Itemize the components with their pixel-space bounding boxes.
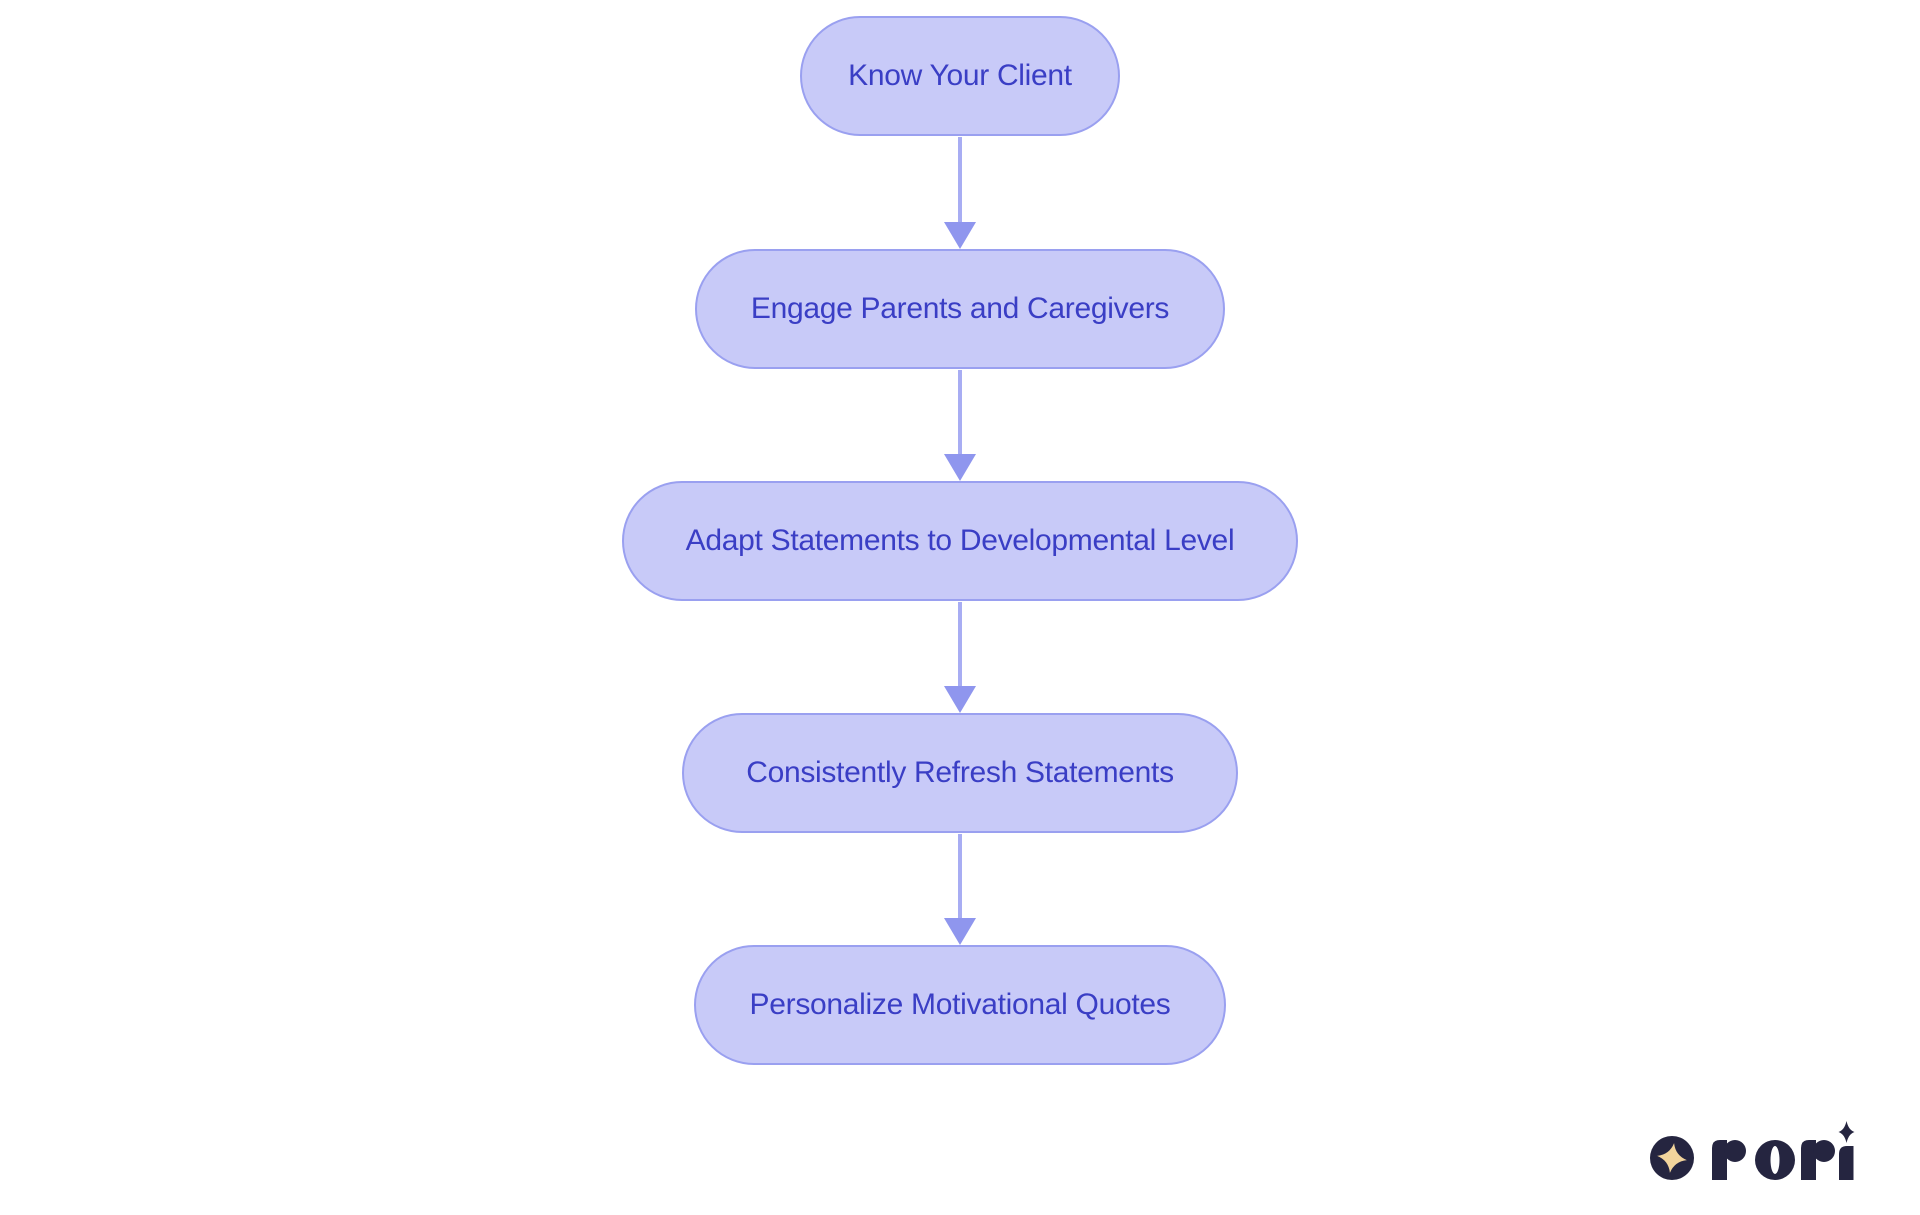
flowchart-node-engage-parents-and-caregivers: Engage Parents and Caregivers bbox=[695, 249, 1225, 369]
node-label: Engage Parents and Caregivers bbox=[750, 292, 1170, 325]
logo-letter-r bbox=[1712, 1140, 1746, 1180]
arrow-down-icon bbox=[944, 686, 976, 713]
arrow-line bbox=[958, 834, 962, 919]
node-label: Personalize Motivational Quotes bbox=[749, 988, 1171, 1021]
arrow-line bbox=[958, 137, 962, 223]
arrow-line bbox=[958, 370, 962, 455]
node-label: Adapt Statements to Developmental Level bbox=[685, 524, 1235, 557]
arrow-down-icon bbox=[944, 454, 976, 481]
node-label: Consistently Refresh Statements bbox=[746, 756, 1174, 789]
rori-logo-image bbox=[1650, 1121, 1855, 1180]
logo-letter-o bbox=[1755, 1140, 1795, 1180]
flowchart-node-know-your-client: Know Your Client bbox=[800, 16, 1120, 136]
logo-letter-r bbox=[1801, 1140, 1835, 1180]
node-label: Know Your Client bbox=[848, 59, 1072, 92]
flowchart-node-adapt-statements-to-developmental-level: Adapt Statements to Developmental Level bbox=[622, 481, 1298, 601]
flowchart-node-personalize-motivational-quotes: Personalize Motivational Quotes bbox=[694, 945, 1226, 1065]
sparkle-badge-icon bbox=[1650, 1136, 1694, 1180]
rori-logo bbox=[1650, 1118, 1862, 1188]
arrow-down-icon bbox=[944, 918, 976, 945]
arrow-line bbox=[958, 602, 962, 687]
flowchart-node-consistently-refresh-statements: Consistently Refresh Statements bbox=[682, 713, 1238, 833]
sparkle-icon bbox=[1838, 1121, 1855, 1143]
arrow-down-icon bbox=[944, 222, 976, 249]
logo-letter-i bbox=[1838, 1121, 1855, 1180]
